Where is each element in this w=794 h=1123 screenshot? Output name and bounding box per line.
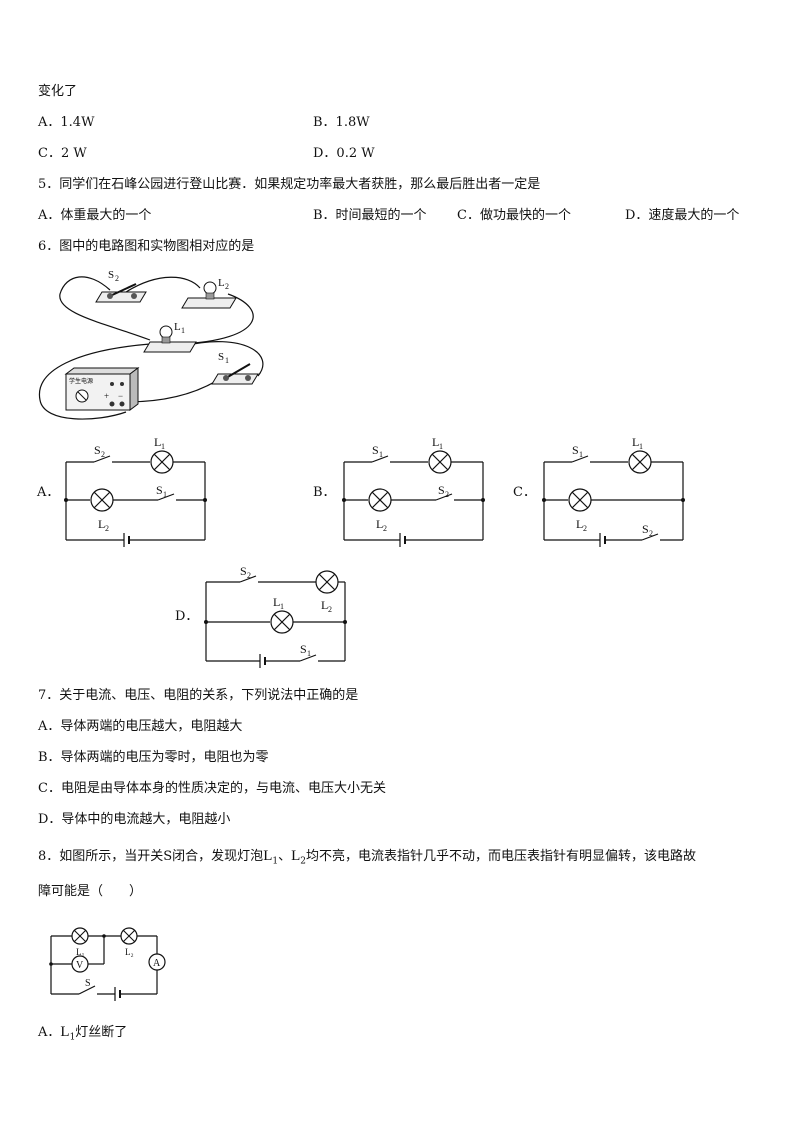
q6-option-d: D． [175, 609, 199, 624]
q8-figure-a-label: A [153, 958, 161, 969]
circuit-c-s2-sub: 2 [649, 529, 653, 538]
q6-photo-plus: + [104, 391, 109, 401]
q6-photo-s1-sub: 1 [225, 356, 229, 365]
q4-option-a: A．1.4W [38, 115, 95, 130]
q8-figure-s-label: S [85, 978, 91, 989]
q5-option-a: A．体重最大的一个 [38, 208, 152, 223]
q6-circuit-a: S 2 L 1 S 1 L 2 [64, 435, 207, 547]
circuit-a-s2-sub: 2 [101, 450, 105, 459]
circuit-d-s1-label: S [300, 642, 307, 656]
q8-figure-v-label: V [76, 960, 84, 971]
q8-separator: 、 [278, 849, 292, 864]
q4-option-c: C．2 W [38, 146, 87, 161]
q6-photo-l1-sub: 1 [181, 326, 185, 335]
circuit-c-l2-label: L [576, 517, 583, 531]
circuit-c-l2-sub: 2 [583, 524, 587, 533]
circuit-d-s1-sub: 1 [307, 649, 311, 658]
q5-option-d: D．速度最大的一个 [625, 208, 740, 223]
circuit-a-s2-label: S [94, 443, 101, 457]
circuit-b-s2-sub: 2 [445, 490, 449, 499]
q4-continuation: 变化了 [38, 84, 78, 99]
circuit-b-s2-label: S [438, 483, 445, 497]
circuit-d-s2-sub: 2 [247, 571, 251, 580]
circuit-a-l2-label: L [98, 517, 105, 531]
circuit-a-l1-sub: 1 [161, 442, 165, 451]
circuit-b-s1-label: S [372, 443, 379, 457]
q6-photo-s2-sub: 2 [115, 274, 119, 283]
q8-option-a-post: 灯丝断了 [75, 1025, 128, 1040]
q6-photo-s1-label: S [218, 351, 224, 363]
q6-option-a: A． [37, 485, 60, 500]
q6-circuit-b: S 1 L 1 S 2 L 2 [342, 435, 485, 547]
q6-photo-l2-sub: 2 [225, 282, 229, 291]
circuit-b-l1-sub: 1 [439, 442, 443, 451]
q6-photo-switch-s2-icon [95, 283, 147, 303]
circuit-a-l1-label: L [154, 435, 161, 449]
q7-option-a: A．导体两端的电压越大，电阻越大 [38, 719, 243, 734]
q6-photo-lamp-l2-icon [181, 281, 237, 309]
q8-ammeter-icon [148, 953, 166, 971]
q4-option-d: D．0.2 W [313, 146, 375, 161]
q8-stem: 8．如图所示，当开关S闭合，发现灯泡L1、L2均不亮，电流表指针几乎不动，而电压… [38, 848, 696, 870]
q7-option-c: C．电阻是由导体本身的性质决定的，与电流、电压大小无关 [38, 781, 386, 796]
q5-option-c: C．做功最快的一个 [457, 208, 571, 223]
q6-photo-l2-label: L [218, 277, 225, 289]
q6-photo-switch-s1-icon [211, 363, 259, 385]
circuit-b-l2-sub: 2 [383, 524, 387, 533]
circuit-a-s1-sub: 1 [163, 490, 167, 499]
q6-option-c: C． [513, 485, 536, 500]
q6-stem: 6．图中的电路图和实物图相对应的是 [38, 239, 255, 254]
circuit-c-s2-label: S [642, 522, 649, 536]
circuit-d-l2-label: L [321, 598, 328, 612]
q8-figure-l1-label: L₁ [76, 947, 85, 957]
q6-photo-minus: − [118, 391, 123, 401]
q8-stem-pre: 8．如图所示，当开关S闭合，发现灯泡 [38, 849, 264, 864]
q5-stem: 5．同学们在石峰公园进行登山比赛．如果规定功率最大者获胜，那么最后胜出者一定是 [38, 177, 541, 192]
circuit-b-s1-sub: 1 [379, 450, 383, 459]
circuit-a-l2-sub: 2 [105, 524, 109, 533]
circuit-b-l2-label: L [376, 517, 383, 531]
circuit-d-l1-label: L [273, 595, 280, 609]
q8-stem-line2: 障可能是（ ） [38, 884, 143, 899]
circuit-d-l1-sub: 1 [280, 602, 284, 611]
q6-circuit-c: S 1 L 1 L 2 S 2 [542, 435, 685, 547]
q6-photo-power-supply-icon [64, 367, 140, 411]
q8-l1: L [263, 848, 273, 864]
q8-option-a: A．L1灯丝断了 [38, 1024, 127, 1046]
q7-stem: 7．关于电流、电压、电阻的关系，下列说法中正确的是 [38, 688, 359, 703]
circuit-b-l1-label: L [432, 435, 439, 449]
q8-stem-post: 均不亮，电流表指针几乎不动，而电压表指针有明显偏转，该电路故 [306, 849, 697, 864]
q6-photo-s2-label: S [108, 269, 114, 281]
q6-photo-power-label: 学生电源 [69, 377, 93, 385]
q7-option-b: B．导体两端的电压为零时，电阻也为零 [38, 750, 269, 765]
circuit-d-s2-label: S [240, 564, 247, 578]
q5-option-b: B．时间最短的一个 [313, 208, 427, 223]
q8-option-a-sub: 1 [69, 1032, 76, 1043]
q8-option-a-pre: A． [38, 1025, 61, 1040]
q6-photo-lamp-l1-icon [143, 325, 197, 353]
circuit-d-l2-sub: 2 [328, 605, 332, 614]
circuit-c-l1-sub: 1 [639, 442, 643, 451]
q8-circuit-figure: L₁ L₂ V A S [49, 927, 166, 1001]
q6-option-b: B． [313, 485, 336, 500]
q6-photo-l1-label: L [174, 321, 181, 333]
q6-physical-circuit-figure: S 2 L 2 L 1 S 1 学生电源 + − [38, 269, 264, 420]
circuit-a-s1-label: S [156, 483, 163, 497]
q8-figure-l2-label: L₂ [125, 947, 134, 957]
q4-option-b: B．1.8W [313, 115, 370, 130]
circuit-c-s1-label: S [572, 443, 579, 457]
q8-l2: L [291, 848, 301, 864]
circuit-c-l1-label: L [632, 435, 639, 449]
circuit-c-s1-sub: 1 [579, 450, 583, 459]
q6-circuit-d: S 2 L 2 L 1 S 1 [204, 564, 347, 668]
q8-l1-sub: 1 [272, 856, 279, 867]
q8-option-a-l: L [60, 1024, 70, 1040]
q8-l2-sub: 2 [300, 856, 307, 867]
q7-option-d: D．导体中的电流越大，电阻越小 [38, 812, 231, 827]
